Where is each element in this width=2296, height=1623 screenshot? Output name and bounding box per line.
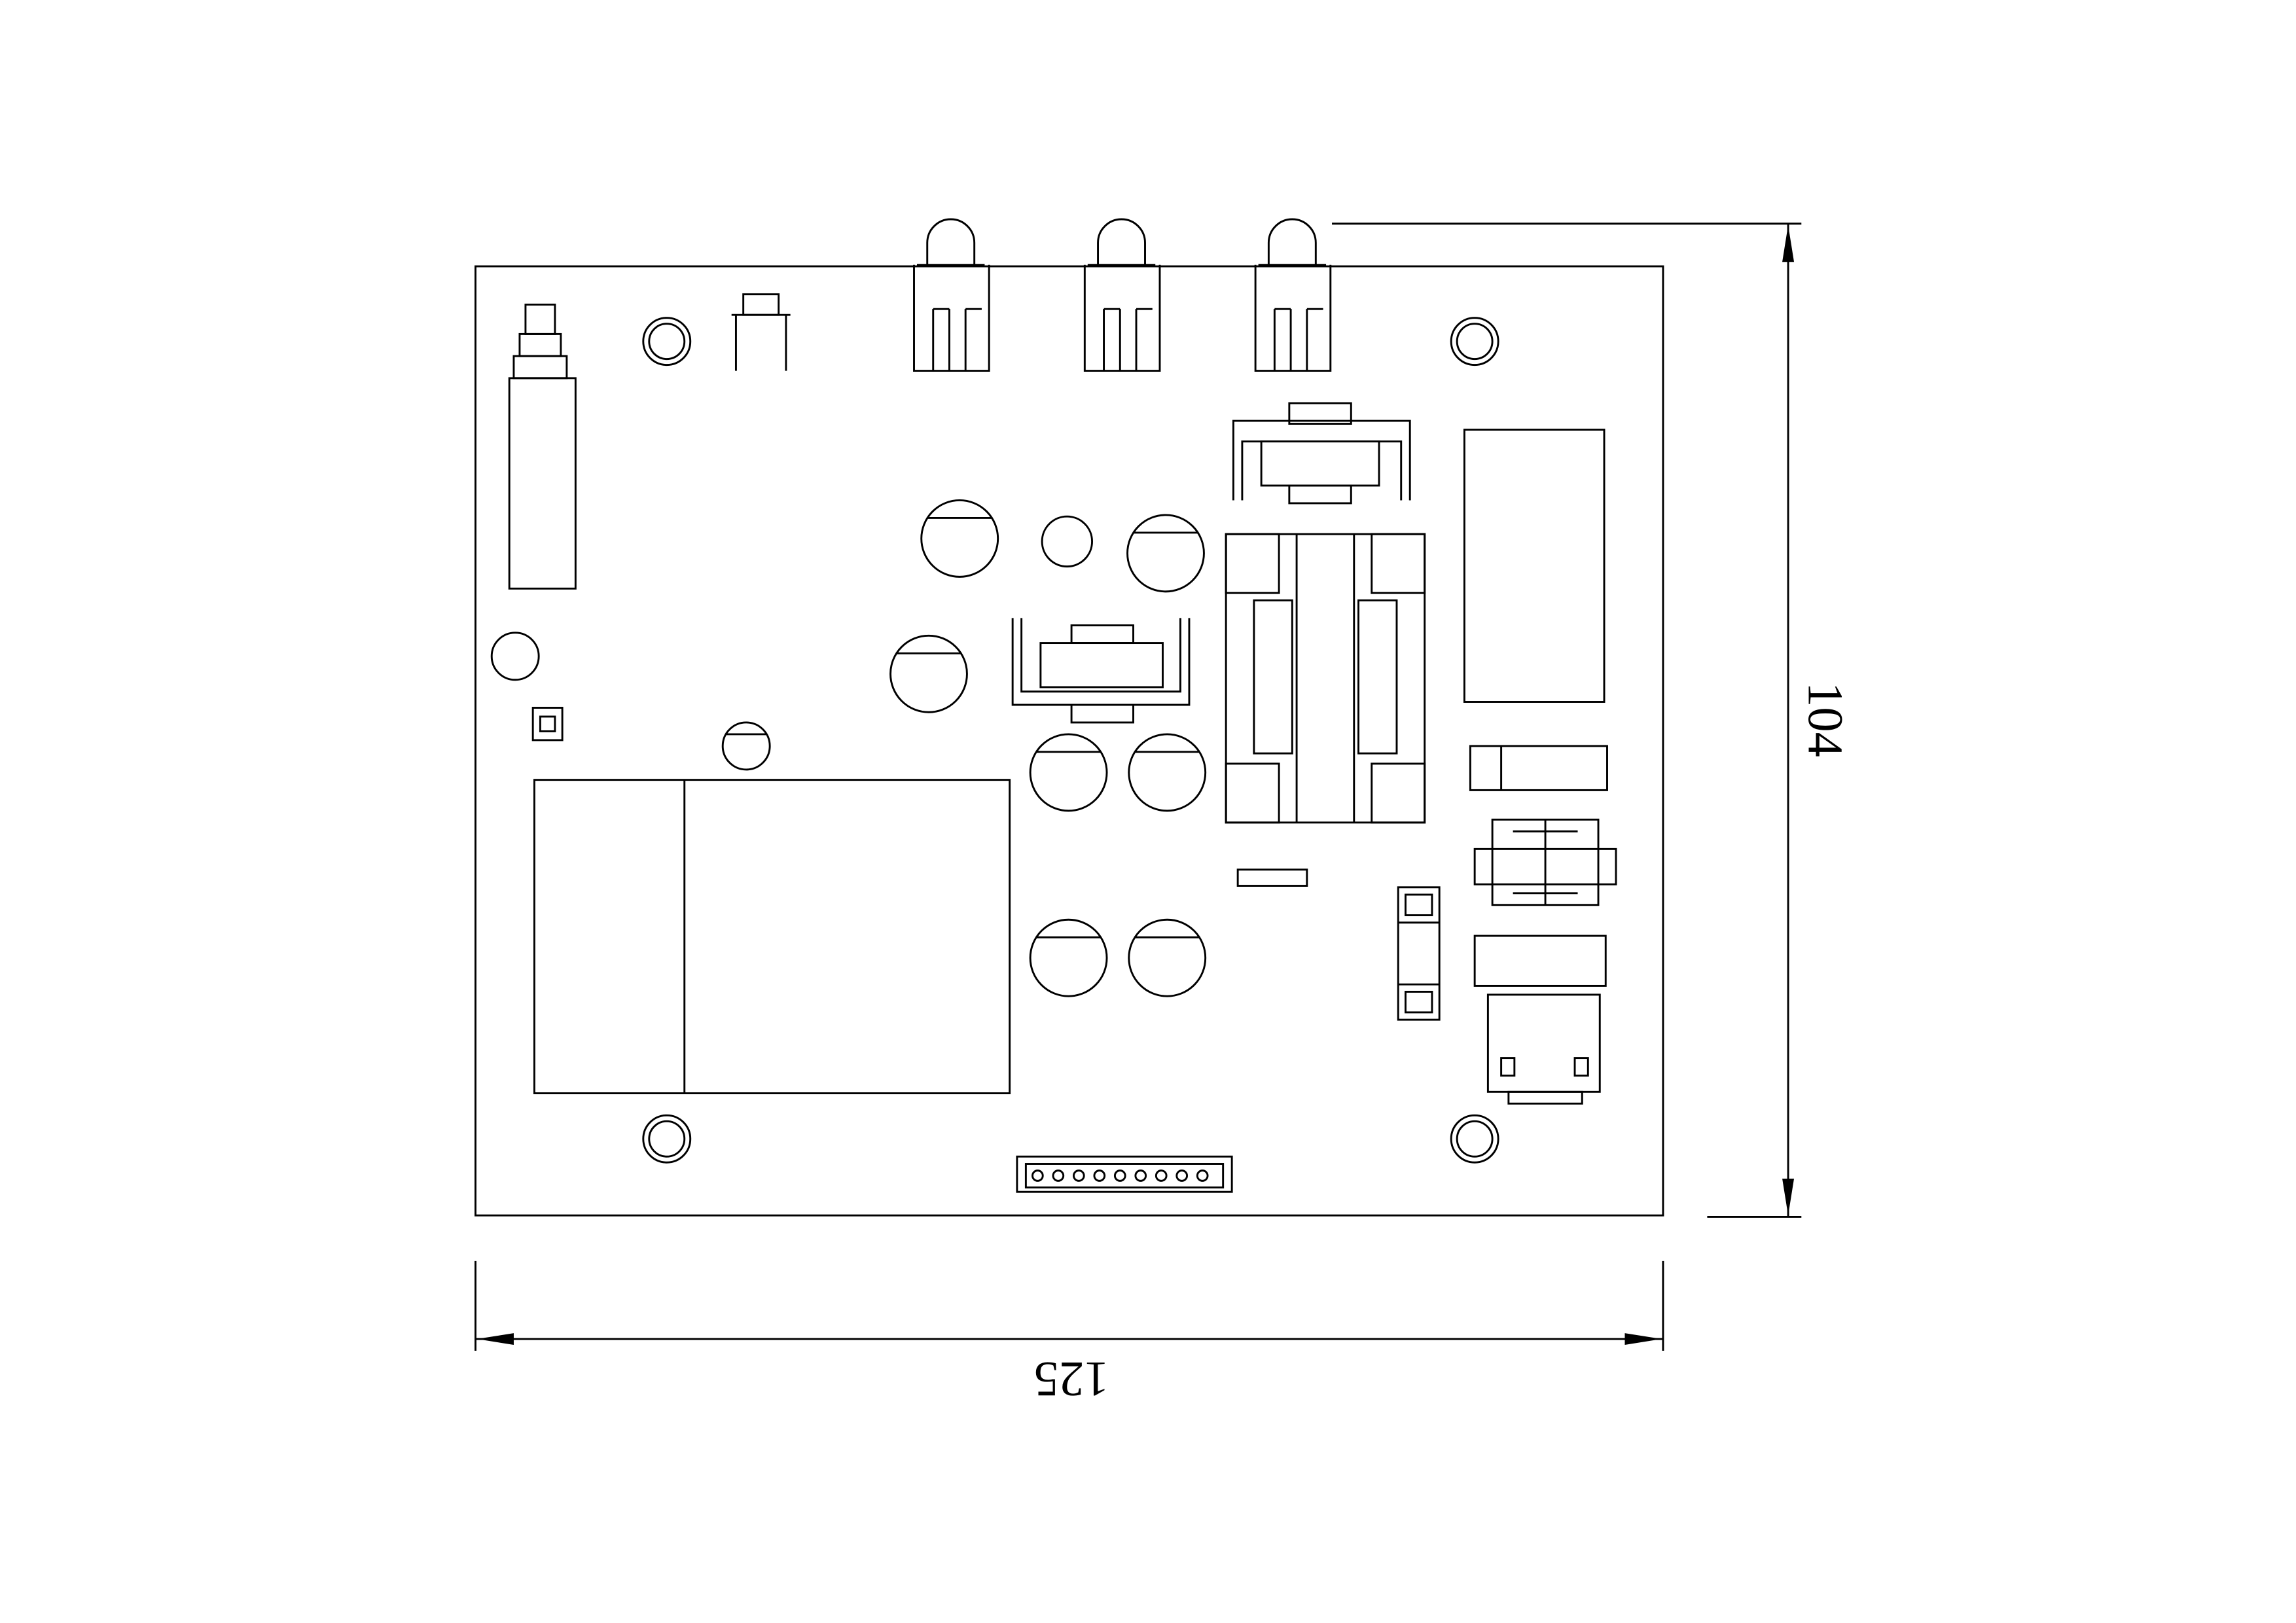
- power-connector: [1486, 993, 1601, 1105]
- width-dimension: 125: [475, 1260, 1664, 1407]
- regulator-top: [1232, 402, 1411, 505]
- height-dimension: 104: [1332, 223, 1854, 1218]
- tact-button: [731, 293, 791, 371]
- width-dimension-label: 125: [1034, 1351, 1109, 1407]
- mounting-holes: [642, 317, 1499, 1164]
- push-switch: [508, 303, 577, 590]
- led-1: [913, 218, 990, 372]
- transformer: [533, 779, 1011, 1095]
- pcb-board-outline: [475, 265, 1664, 1217]
- bridge-rectifier: [1473, 818, 1617, 906]
- fuse: [1397, 886, 1441, 1021]
- led-3: [1254, 218, 1332, 372]
- regulator-mid: [1011, 618, 1191, 724]
- height-dimension-label: 104: [1798, 682, 1854, 757]
- diode: [1469, 745, 1608, 791]
- led-2: [1083, 218, 1161, 372]
- resistor: [1236, 868, 1308, 887]
- leds: [913, 218, 1332, 372]
- relay: [1463, 429, 1605, 703]
- connector-2pin: [531, 707, 564, 741]
- capacitors: [490, 499, 1207, 997]
- pin-header: [1016, 1155, 1233, 1193]
- inductor: [1225, 533, 1426, 824]
- varistor: [1473, 935, 1607, 987]
